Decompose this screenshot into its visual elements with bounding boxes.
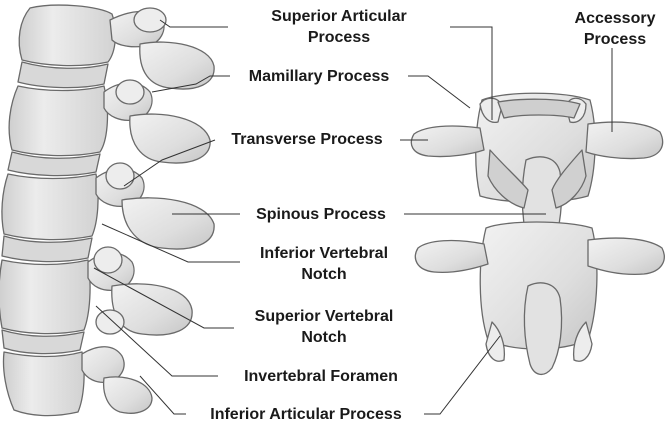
- intervertebral-disc-1: [17, 61, 109, 89]
- leader-transverse-left: [123, 139, 216, 187]
- intervertebral-disc-4: [1, 329, 85, 355]
- posterior-spine-view: [410, 92, 665, 375]
- lower-transverse-right: [587, 237, 665, 276]
- leader-lines: [93, 19, 613, 415]
- facet-4: [93, 246, 123, 274]
- vertebral-body-2: [8, 85, 109, 157]
- upper-lamina-shadow-r: [551, 149, 587, 209]
- vertebral-body-1: [18, 4, 117, 67]
- upper-lamina-shadow: [487, 149, 529, 209]
- spinous-process-lateral-3: [121, 197, 215, 250]
- leader-superior-articular: [159, 19, 228, 28]
- leader-superior-articular-right: [450, 26, 493, 120]
- intervertebral-disc-3: [1, 235, 93, 263]
- leader-inferior-articular-right: [424, 335, 501, 415]
- pedicle-5: [81, 346, 125, 384]
- label-mamillary-process: Mamillary Process: [248, 68, 390, 85]
- spinous-process-lateral-1: [139, 41, 215, 90]
- leader-mamillary-left: [151, 75, 230, 93]
- intervertebral-disc-2: [7, 151, 101, 177]
- lower-spinous-process: [523, 282, 563, 375]
- facet-2: [115, 79, 145, 105]
- label-invertebral-foramen: Invertebral Foramen: [244, 368, 398, 385]
- vertebral-body-4: [0, 259, 91, 335]
- spinous-process-lateral-4: [111, 283, 193, 336]
- leader-inferior-articular-left: [139, 375, 186, 415]
- label-inferior-articular-process: Inferior Articular Process: [210, 406, 402, 423]
- spinous-process-lateral-5: [102, 376, 153, 414]
- label-superior-articular-process: Superior Articular Process: [271, 8, 407, 46]
- spinous-process-lateral-2: [129, 113, 211, 164]
- vertebral-body-5: [2, 351, 85, 417]
- leader-foramen: [95, 305, 218, 377]
- facet-5: [95, 309, 125, 335]
- label-superior-vertebral-notch: Superior Vertebral Notch: [254, 308, 394, 346]
- upper-transverse-right: [585, 121, 664, 160]
- leader-superior-notch: [93, 267, 234, 329]
- lateral-spine-view: [0, 4, 215, 417]
- label-spinous-process: Spinous Process: [256, 206, 386, 223]
- facet-1: [133, 7, 167, 33]
- lower-inferior-articular-right: [572, 321, 593, 362]
- superior-endplate: [497, 98, 581, 119]
- leader-inferior-notch: [101, 223, 240, 263]
- upper-superior-articular-left: [479, 97, 503, 124]
- upper-transverse-left: [410, 125, 485, 158]
- label-transverse-process: Transverse Process: [231, 131, 383, 148]
- facet-3: [105, 162, 135, 190]
- label-inferior-vertebral-notch: Inferior Vertebral Notch: [259, 245, 389, 283]
- label-accessory-process: Accessory Process: [574, 10, 656, 48]
- leader-mamillary-right: [408, 75, 471, 109]
- lower-transverse-left: [414, 239, 489, 274]
- vertebral-body-3: [1, 173, 99, 241]
